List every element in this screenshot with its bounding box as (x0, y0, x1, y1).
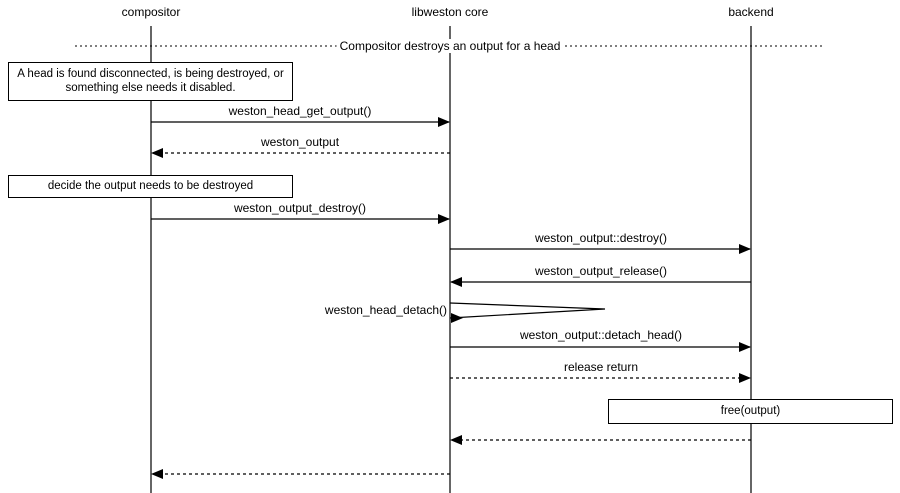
msg-weston-head-get-output-label: weston_head_get_output() (228, 104, 372, 118)
note-decide-destroy: decide the output needs to be destroyed (8, 175, 293, 198)
note-free-output-text: free(output) (720, 404, 781, 417)
msg-weston-output-detach-head-label: weston_output::detach_head() (519, 328, 683, 342)
msg-weston-head-detach-label: weston_head_detach() (324, 303, 447, 317)
msg-weston-head-detach-loop (449, 302, 606, 319)
lifeline-label-backend: backend (728, 5, 774, 19)
msg-weston-output-return-label: weston_output (260, 135, 340, 149)
msg-weston-output-destroy-label: weston_output_destroy() (233, 201, 367, 215)
lifeline-label-libweston: libweston core (411, 5, 489, 19)
messages-layer (151, 117, 751, 479)
note-head-disconnected-text: A head is found disconnected, is being d… (17, 67, 284, 94)
lifeline-label-compositor: compositor (121, 5, 181, 19)
msg-weston-output-destroy-backend-label: weston_output::destroy() (534, 231, 668, 245)
self-messages-layer (449, 302, 606, 323)
msg-release-return-label: release return (563, 360, 639, 374)
separator-label: Compositor destroys an output for a head (336, 39, 564, 53)
note-free-output: free(output) (608, 399, 893, 424)
msg-weston-head-detach-arrowhead (451, 313, 463, 323)
note-decide-destroy-text: decide the output needs to be destroyed (47, 179, 254, 192)
note-head-disconnected: A head is found disconnected, is being d… (8, 62, 293, 101)
msg-weston-output-release-label: weston_output_release() (534, 264, 668, 278)
